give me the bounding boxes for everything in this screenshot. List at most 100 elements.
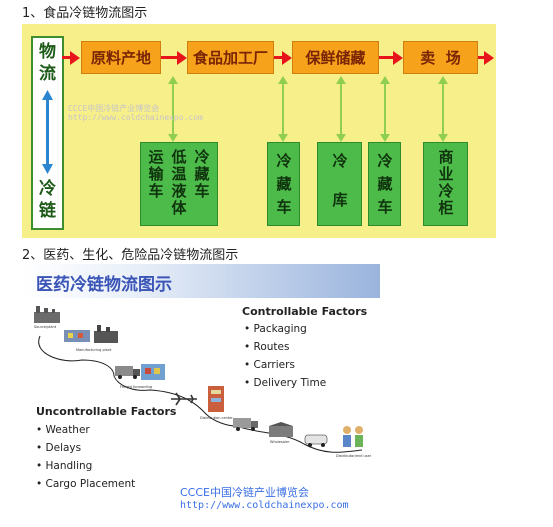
- double-arrow-icon: [42, 90, 53, 174]
- flow-arrow: [478, 56, 486, 59]
- stage-food-factory: 食品加工厂: [187, 41, 274, 74]
- truck-icon: [115, 366, 140, 379]
- box-char: 车: [194, 182, 210, 200]
- uncontrollable-factor-item: • Weather: [36, 424, 90, 436]
- flow-arrow-head: [177, 51, 187, 65]
- factor-text: Cargo Placement: [45, 478, 136, 490]
- arrow-down-head: [336, 134, 346, 142]
- box-char: 冷: [194, 148, 210, 166]
- box-char: 藏: [276, 175, 292, 193]
- flow-arrow: [62, 56, 72, 59]
- watermark-url: http://www.coldchainexpo.com: [180, 500, 349, 511]
- pharma-cold-chain-diagram: 医药冷链物流图示 Source/plant Manufacturing plan…: [22, 264, 380, 525]
- cold-storage-box: 冷 库: [317, 142, 362, 226]
- box-char: 车: [276, 198, 292, 216]
- controllable-factor-item: • Packaging: [244, 323, 307, 335]
- factor-text: Carriers: [253, 359, 295, 371]
- double-arrow: [172, 83, 174, 135]
- arrow-down-head: [278, 134, 288, 142]
- flow-arrow-head: [393, 51, 403, 65]
- box-char: 输: [148, 165, 164, 183]
- factor-text: Delivery Time: [253, 377, 327, 389]
- refrigerated-truck-box: 冷 藏 车: [267, 142, 300, 226]
- arrow-down-head: [438, 134, 448, 142]
- factor-text: Weather: [45, 424, 90, 436]
- controllable-factors-heading: Controllable Factors: [242, 305, 368, 318]
- flow-arrow-head: [282, 51, 292, 65]
- arrow-up-head: [380, 76, 390, 84]
- box-char: 车: [148, 182, 164, 200]
- flow-arrow-head: [70, 51, 80, 65]
- box-char: 温: [171, 165, 187, 183]
- double-arrow: [384, 83, 386, 135]
- uncontrollable-factor-item: • Handling: [36, 460, 93, 472]
- box-char: 业: [438, 165, 454, 183]
- double-arrow: [340, 83, 342, 135]
- commercial-freezer-box: 商 业 冷 柜: [423, 142, 468, 226]
- truck-icon: [233, 418, 258, 431]
- controllable-factor-item: • Carriers: [244, 359, 295, 371]
- food-cold-chain-diagram: 物 流 冷 链 原料产地 食品加工厂 保鲜储藏 卖 场 CCCE中国冷链产业博览…: [22, 24, 496, 238]
- box-char: 冷: [276, 152, 292, 170]
- box-char: 冷: [438, 182, 454, 200]
- flow-arrow: [379, 56, 395, 59]
- flow-arrow: [161, 56, 179, 59]
- warehouse-icon: [141, 364, 165, 380]
- box-char: 冷: [332, 152, 348, 170]
- uncontrollable-factors-heading: Uncontrollable Factors: [36, 405, 177, 418]
- box-char: 藏: [377, 175, 393, 193]
- factor-text: Routes: [253, 341, 290, 353]
- refrigerated-truck-box: 冷 藏 车: [368, 142, 401, 226]
- arrow-up-head: [438, 76, 448, 84]
- pharma-diagram-caption: 2、医药、生化、危险品冷链物流图示: [22, 248, 239, 263]
- stage-market: 卖 场: [403, 41, 478, 74]
- van-icon: [304, 434, 328, 447]
- arrow-up-head: [168, 76, 178, 84]
- arrow-up-head: [278, 76, 288, 84]
- arrow-down-head: [168, 134, 178, 142]
- pharma-diagram-title: 医药冷链物流图示: [36, 275, 172, 295]
- warehouse-icon: [269, 422, 293, 437]
- pharma-header-band: [22, 264, 380, 298]
- node-label: Source/plant: [34, 325, 57, 329]
- uncontrollable-factor-item: • Cargo Placement: [36, 478, 136, 490]
- watermark-url: http://www.coldchainexpo.com: [68, 113, 203, 122]
- left-label-char: 物: [39, 42, 56, 62]
- arrow-down-head: [380, 134, 390, 142]
- box-char: 藏: [194, 165, 210, 183]
- node-label: Wholesaler: [270, 440, 290, 444]
- transport-vehicles-box: 运 输 车 低 温 液 体 冷 藏 车: [140, 142, 218, 226]
- stage-fresh-storage: 保鲜储藏: [292, 41, 379, 74]
- box-char: 商: [438, 148, 454, 166]
- factory-icon: [94, 325, 118, 343]
- watermark-name: CCCE中国冷链产业博览会: [180, 486, 309, 499]
- food-diagram-caption: 1、食品冷链物流图示: [22, 6, 148, 21]
- airplane-icon: [171, 392, 197, 406]
- node-label: Distributor/end user: [336, 454, 372, 458]
- stage-raw-material-origin: 原料产地: [81, 41, 161, 74]
- flow-arrow-head: [484, 51, 494, 65]
- controllable-factor-item: • Routes: [244, 341, 290, 353]
- package-icon: [208, 386, 224, 412]
- box-char: 液: [171, 182, 187, 200]
- box-char: 运: [148, 148, 164, 166]
- double-arrow: [442, 83, 444, 135]
- box-char: 库: [332, 191, 348, 209]
- factor-text: Packaging: [253, 323, 307, 335]
- node-label: Freight forwarding: [120, 385, 153, 389]
- people-icon: [343, 426, 363, 447]
- factory-icon: [64, 330, 90, 342]
- box-char: 冷: [377, 152, 393, 170]
- logistics-cold-chain-label: 物 流 冷 链: [31, 36, 64, 230]
- box-char: 车: [377, 198, 393, 216]
- double-arrow: [282, 83, 284, 135]
- left-label-char: 冷: [39, 179, 56, 199]
- left-label-char: 流: [39, 64, 56, 84]
- box-char: 柜: [438, 199, 454, 217]
- factor-text: Handling: [45, 460, 93, 472]
- flow-arrow: [274, 56, 284, 59]
- uncontrollable-factor-item: • Delays: [36, 442, 82, 454]
- box-char: 体: [171, 199, 187, 217]
- node-label: Manufacturing plant: [76, 348, 112, 352]
- box-char: 低: [171, 148, 187, 166]
